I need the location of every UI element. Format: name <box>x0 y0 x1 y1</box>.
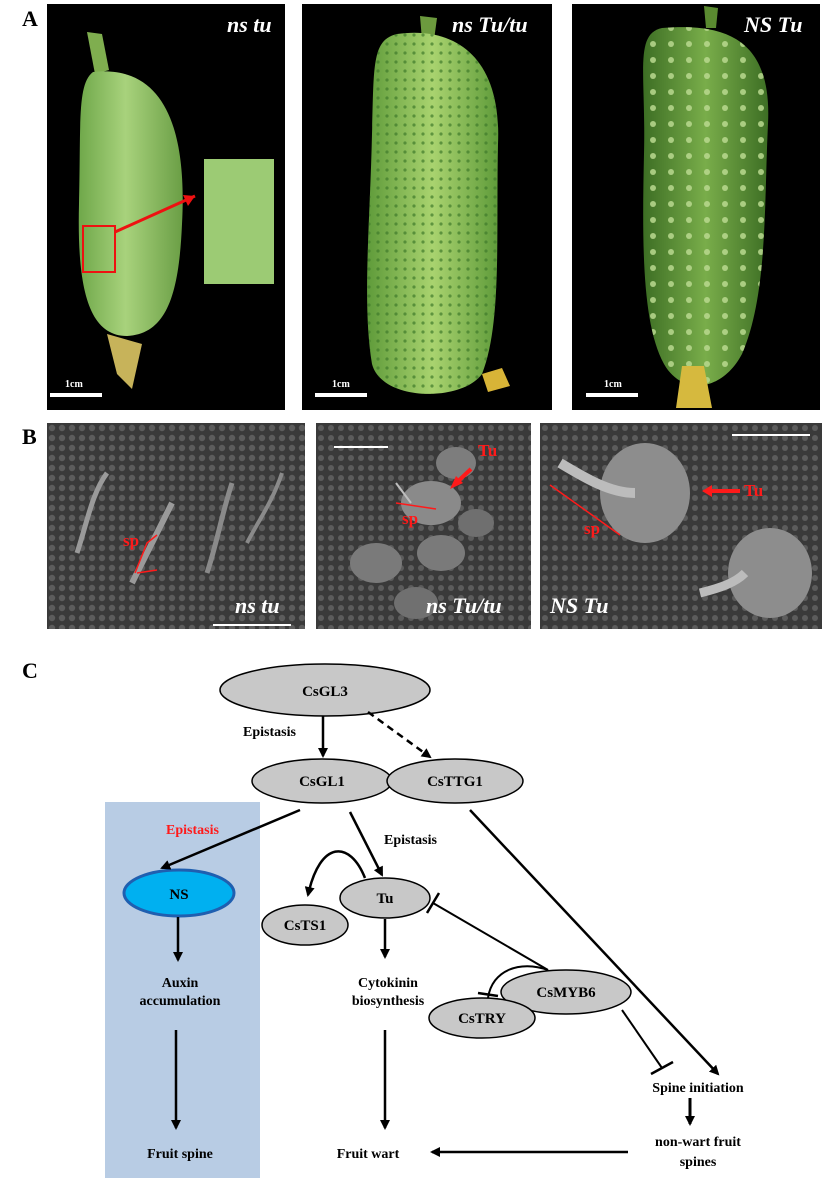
zoom-inset <box>204 159 274 284</box>
node-tu <box>339 877 431 919</box>
ns-pathway-box <box>105 802 260 1178</box>
zoom-box <box>82 225 116 273</box>
epistasis-label-ns: Epistasis <box>166 823 219 838</box>
panel-a-letter: A <box>22 6 38 31</box>
genotype-label: NS Tu <box>550 593 609 618</box>
node-ns-label: NS <box>169 887 188 903</box>
genotype-label: ns Tu/tu <box>452 12 528 37</box>
photo-ns-tu-tu: ns Tu/tu 1cm <box>302 4 552 410</box>
sem-NS-Tu-illustration <box>540 423 822 629</box>
scale-bar <box>50 393 102 397</box>
inhibit-cstry-csmyb6 <box>487 965 549 999</box>
node-tu-label: Tu <box>377 891 394 907</box>
node-cstry-label: CsTRY <box>458 1011 506 1027</box>
epistasis-label-top: Epistasis <box>243 725 296 740</box>
node-csttg1 <box>386 758 524 804</box>
scale-label: 1cm <box>332 379 350 390</box>
node-csgl3-label: CsGL3 <box>302 684 348 700</box>
sem-ns-tu: sp ns tu <box>47 423 305 629</box>
arrow-csgl3-csttg1 <box>367 710 432 759</box>
scale-label: 1cm <box>65 379 83 390</box>
arrow-csttg1-spine-initiation <box>469 809 720 1076</box>
sem-ns-tu-tu: Tu sp ns Tu/tu <box>316 423 531 629</box>
scale-label: 1cm <box>604 379 622 390</box>
epistasis-label-tu: Epistasis <box>384 833 437 848</box>
genotype-label: NS Tu <box>744 12 803 37</box>
photo-ns-tu: ns tu 1cm <box>47 4 285 410</box>
fruit-wart-label: Fruit wart <box>337 1147 400 1162</box>
sem-ns-tu-illustration <box>47 423 305 629</box>
node-csmyb6 <box>500 969 632 1015</box>
genotype-label: ns tu <box>227 12 272 37</box>
node-csttg1-label: CsTTG1 <box>427 774 483 790</box>
auxin-label-line1: Auxin <box>162 976 199 991</box>
arrow-csgl1-ns <box>160 808 301 870</box>
genotype-label: ns tu <box>235 593 280 618</box>
tu-marker: Tu <box>478 441 498 460</box>
scale-bar <box>213 624 291 626</box>
scale-bar <box>586 393 638 397</box>
nonwart-label-line1: non-wart fruit <box>655 1135 741 1150</box>
inhibit-csmyb6-spine-initiation <box>621 1009 663 1069</box>
node-cstry <box>428 997 536 1039</box>
panel-b-letter: B <box>22 424 37 449</box>
scale-bar <box>315 393 367 397</box>
fruit-spine-label: Fruit spine <box>147 1147 213 1162</box>
node-csmyb6-label: CsMYB6 <box>536 985 596 1001</box>
sp-marker: sp <box>123 531 140 550</box>
node-csts1 <box>261 904 349 946</box>
tu-marker: Tu <box>744 481 764 500</box>
node-csgl1-label: CsGL1 <box>299 774 345 790</box>
sp-marker: sp <box>402 509 419 528</box>
genotype-label: ns Tu/tu <box>426 593 502 618</box>
inhibit-csmyb6-tu <box>432 902 549 971</box>
sem-NS-Tu: Tu sp NS Tu <box>540 423 822 629</box>
auxin-label-line2: accumulation <box>140 994 221 1009</box>
cucumber-ns-tu-tu-illustration <box>315 16 510 397</box>
sp-marker: sp <box>584 519 601 538</box>
arrow-csgl1-tu <box>348 811 384 877</box>
arrow-tu-csts1 <box>304 850 367 897</box>
sem-ns-tu-tu-illustration <box>316 423 531 629</box>
node-ns <box>122 868 236 918</box>
cytokinin-label-line2: biosynthesis <box>352 994 425 1009</box>
photo-NS-Tu: NS Tu 1cm <box>572 4 820 410</box>
cucumber-NS-Tu-illustration <box>586 6 769 408</box>
panel-c-letter: C <box>22 658 38 683</box>
spine-initiation-label: Spine initiation <box>652 1081 744 1096</box>
nonwart-label-line2: spines <box>680 1155 717 1170</box>
node-csts1-label: CsTS1 <box>284 918 327 934</box>
cytokinin-label-line1: Cytokinin <box>358 976 418 991</box>
node-csgl3 <box>219 663 431 717</box>
cucumber-ns-tu-illustration <box>50 32 274 397</box>
